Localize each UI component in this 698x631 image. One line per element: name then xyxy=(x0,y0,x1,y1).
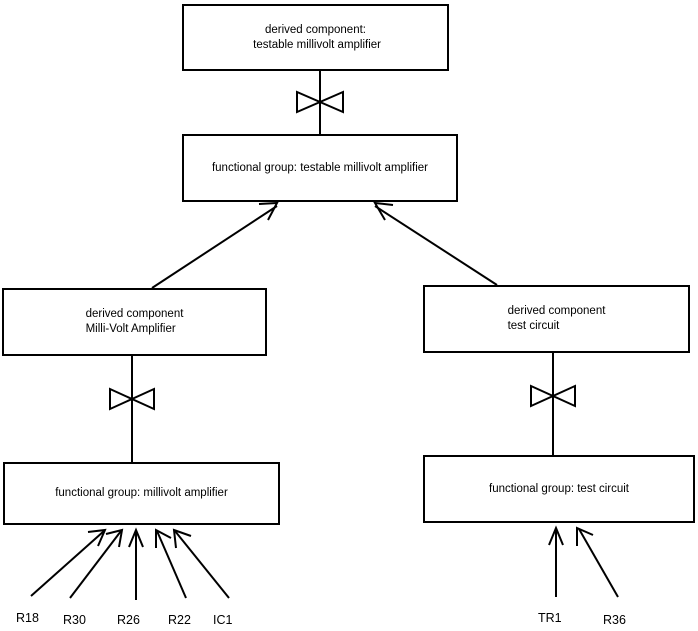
connector-realize-mv-amp xyxy=(109,356,155,462)
connector-arrow-ic1 xyxy=(172,528,230,599)
node-label-fg-mv-amp: functional group: millivolt amplifier xyxy=(55,486,228,501)
connector-arrow-r30 xyxy=(69,528,124,599)
node-line2: Milli-Volt Amplifier xyxy=(85,323,176,335)
node-label-derived-test-circuit: derived component test circuit xyxy=(508,304,606,334)
node-line1: derived component xyxy=(507,305,606,317)
connector-arrow-r26 xyxy=(128,527,144,600)
node-line2: testable millivolt amplifier xyxy=(249,38,381,51)
connector-arrow-r22 xyxy=(155,528,187,599)
node-derived-testable-mv-amp[interactable]: derived component: testable millivolt am… xyxy=(182,4,449,71)
node-fg-mv-amp[interactable]: functional group: millivolt amplifier xyxy=(3,462,280,525)
bowtie-icon-test-circuit xyxy=(530,384,576,408)
leaf-label-ic1[interactable]: IC1 xyxy=(213,613,233,627)
connector-arrow-r18 xyxy=(30,528,107,597)
node-fg-test-circuit[interactable]: functional group: test circuit xyxy=(423,455,695,523)
leaf-label-r18[interactable]: R18 xyxy=(16,611,39,625)
leaf-label-tr1[interactable]: TR1 xyxy=(538,611,562,625)
leaf-label-r26[interactable]: R26 xyxy=(117,613,140,627)
bowtie-icon-mv-amp xyxy=(109,387,155,411)
node-line1: derived component xyxy=(85,308,184,320)
connector-mv-amp-to-testable xyxy=(151,201,279,289)
node-derived-test-circuit[interactable]: derived component test circuit xyxy=(423,285,690,353)
connector-realize-top xyxy=(296,71,344,134)
node-label-fg-test-circuit: functional group: test circuit xyxy=(489,482,629,497)
node-label-derived-testable-mv-amp: derived component: testable millivolt am… xyxy=(250,23,381,53)
connector-realize-test-circuit xyxy=(530,353,576,455)
connector-arrow-r36 xyxy=(576,526,619,598)
node-label-fg-testable-mv-amp: functional group: testable millivolt amp… xyxy=(212,161,428,176)
node-line1: functional group: millivolt amplifier xyxy=(55,487,228,499)
connector-arrow-tr1 xyxy=(548,525,564,597)
leaf-label-r36[interactable]: R36 xyxy=(603,613,626,627)
node-line1: derived component: xyxy=(264,23,366,36)
node-line2: test circuit xyxy=(507,320,560,332)
leaf-label-r30[interactable]: R30 xyxy=(63,613,86,627)
node-fg-testable-mv-amp[interactable]: functional group: testable millivolt amp… xyxy=(182,134,458,202)
node-line1: functional group: testable millivolt amp… xyxy=(211,161,429,174)
node-line1: functional group: test circuit xyxy=(489,482,629,495)
leaf-label-r22[interactable]: R22 xyxy=(168,613,191,627)
connector-test-circuit-to-testable xyxy=(373,201,498,286)
bowtie-icon-top xyxy=(296,90,344,114)
